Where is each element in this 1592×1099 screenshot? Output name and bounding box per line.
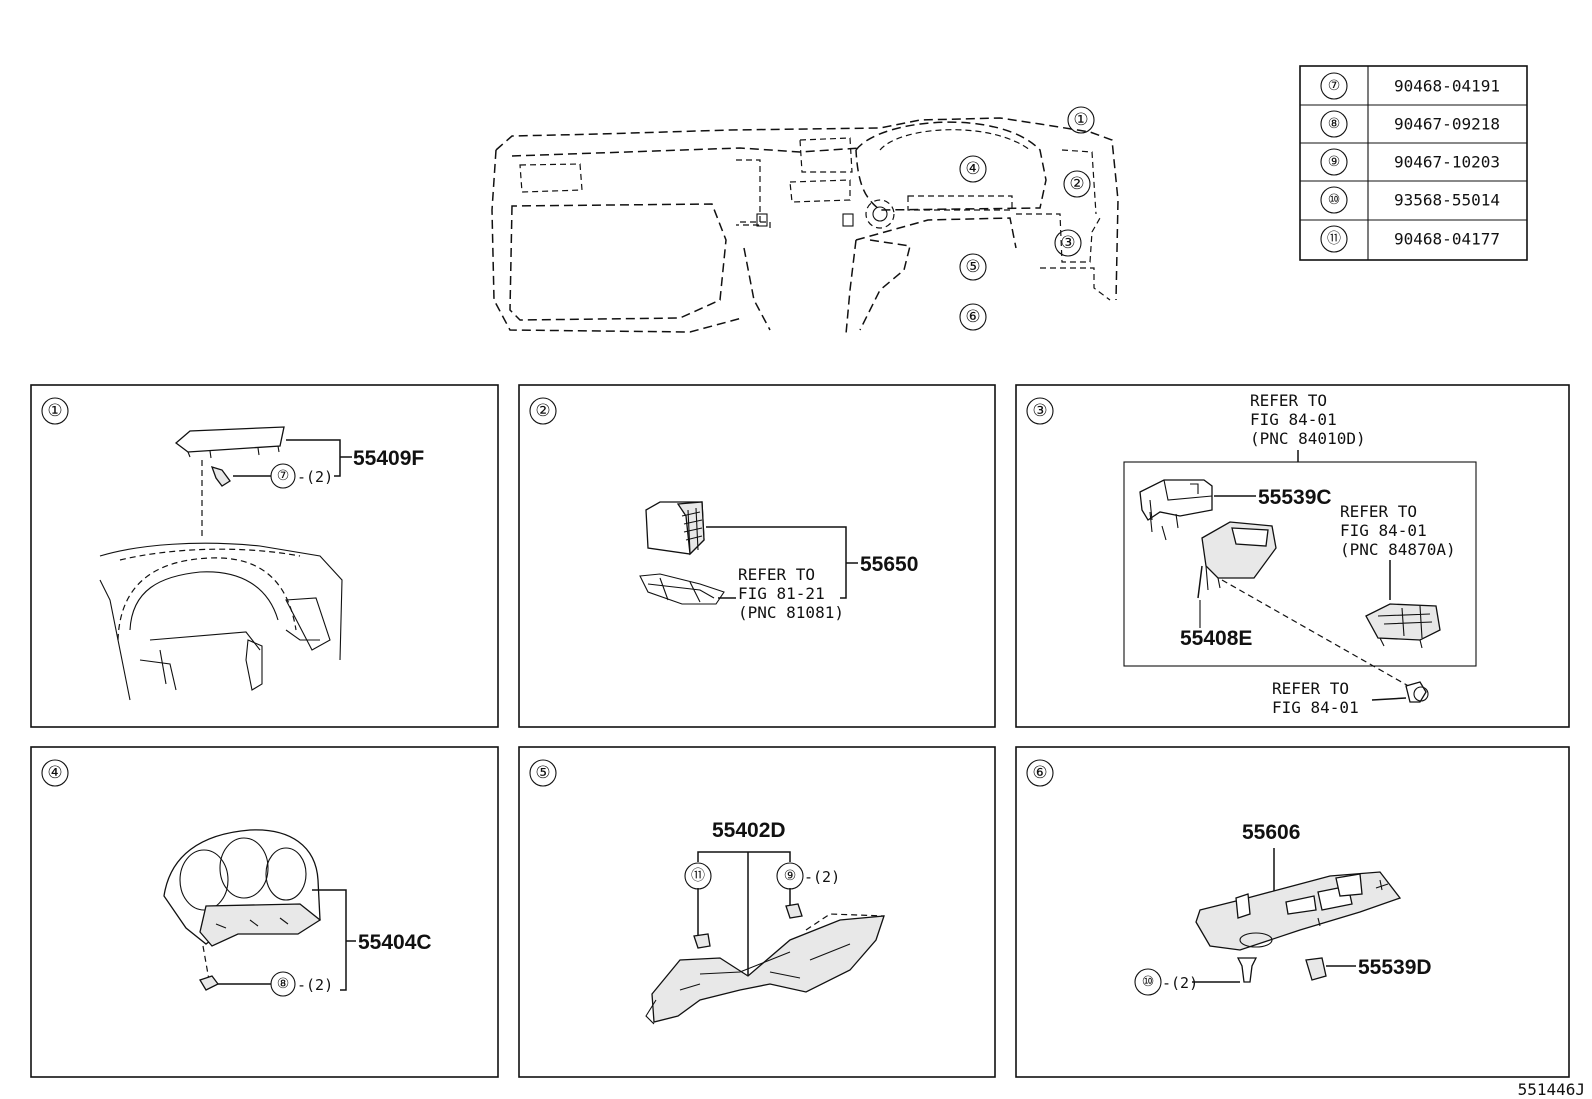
table-ref-11: ⑪ [1327,231,1341,247]
panel-3-refer-top-line-1: REFER TO [1250,391,1327,410]
overview-callout-2: ② [1069,174,1084,194]
panel-5-fastener-9-qty: -(2) [804,868,840,886]
part-55539C-label: 55539C [1258,486,1332,509]
panel-3-refer-bottom-line-1: REFER TO [1272,679,1349,698]
table-part-no-10: 93568-55014 [1394,191,1500,210]
panel-2-refer-line-3: (PNC 81081) [738,603,844,622]
panel-3-refer-right-line-3: (PNC 84870A) [1340,540,1456,559]
panel-3-refer-right-line-1: REFER TO [1340,502,1417,521]
part-55402D-label: 55402D [712,819,786,842]
panel-6-fastener-10: ⑩ [1142,974,1155,990]
diagram-id: 551446J [1518,1080,1585,1099]
panel-4-fastener-8: ⑧ [277,976,290,992]
panel-1: ① 55409F ⑦ -(2) [30,384,499,728]
dashboard-overview: ① ② ③ ④ ⑤ ⑥ [491,106,1119,335]
panel-6: ⑥ 55606 ⑩ -(2) 55539D [1015,746,1570,1078]
panel-6-fastener-10-qty: -(2) [1162,974,1198,992]
part-55404C-label: 55404C [358,931,432,954]
panel-1-fastener-7: ⑦ [277,468,290,484]
table-part-no-7: 90468-04191 [1394,77,1500,96]
panel-3-refer-bottom-line-2: FIG 84-01 [1272,698,1359,717]
overview-callout-6: ⑥ [965,307,980,327]
panel-4-number: ④ [47,763,62,783]
table-part-no-8: 90467-09218 [1394,115,1500,134]
panel-5-fastener-9: ⑨ [784,868,797,884]
panel-3-refer-top-line-2: FIG 84-01 [1250,410,1337,429]
panel-3-refer-right-line-2: FIG 84-01 [1340,521,1427,540]
panel-2-refer-line-1: REFER TO [738,565,815,584]
panel-4: ④ 55404C ⑧ -(2) [30,746,499,1078]
fastener-index-table: ⑦ 90468-04191 ⑧ 90467-09218 ⑨ 90467-1020… [1299,65,1528,261]
part-55409F-label: 55409F [353,447,424,470]
part-55606-label: 55606 [1242,821,1300,844]
panel-1-number: ① [47,401,62,421]
overview-callout-1: ① [1073,110,1088,130]
panel-1-fastener-7-qty: -(2) [297,468,333,486]
part-55408E-label: 55408E [1180,627,1252,650]
table-part-no-11: 90468-04177 [1394,230,1500,249]
table-ref-7: ⑦ [1328,78,1341,94]
table-part-no-9: 90467-10203 [1394,153,1500,172]
panel-5-fastener-11: ⑪ [691,868,705,884]
panel-5-number: ⑤ [535,763,550,783]
panel-3-refer-top-line-3: (PNC 84010D) [1250,429,1366,448]
panel-4-fastener-8-qty: -(2) [297,976,333,994]
table-ref-10: ⑩ [1328,192,1341,208]
panel-6-number: ⑥ [1032,763,1047,783]
overview-callout-5: ⑤ [965,257,980,277]
panel-5: ⑤ 55402D ⑪ ⑨ -(2) [518,746,996,1078]
panel-2: ② 55650 REFER TO FIG 81-21 (PNC 81081) [518,384,996,728]
part-55650-label: 55650 [860,553,918,576]
overview-callout-3: ③ [1060,233,1075,253]
table-ref-9: ⑨ [1328,154,1341,170]
panel-2-number: ② [535,401,550,421]
overview-callout-4: ④ [965,159,980,179]
panel-2-refer-line-2: FIG 81-21 [738,584,825,603]
table-ref-8: ⑧ [1328,116,1341,132]
part-55539D-label: 55539D [1358,956,1432,979]
panel-3: ③ REFER TO FIG 84-01 (PNC 84010D) 55539C… [1015,384,1570,728]
panel-3-number: ③ [1032,401,1047,421]
